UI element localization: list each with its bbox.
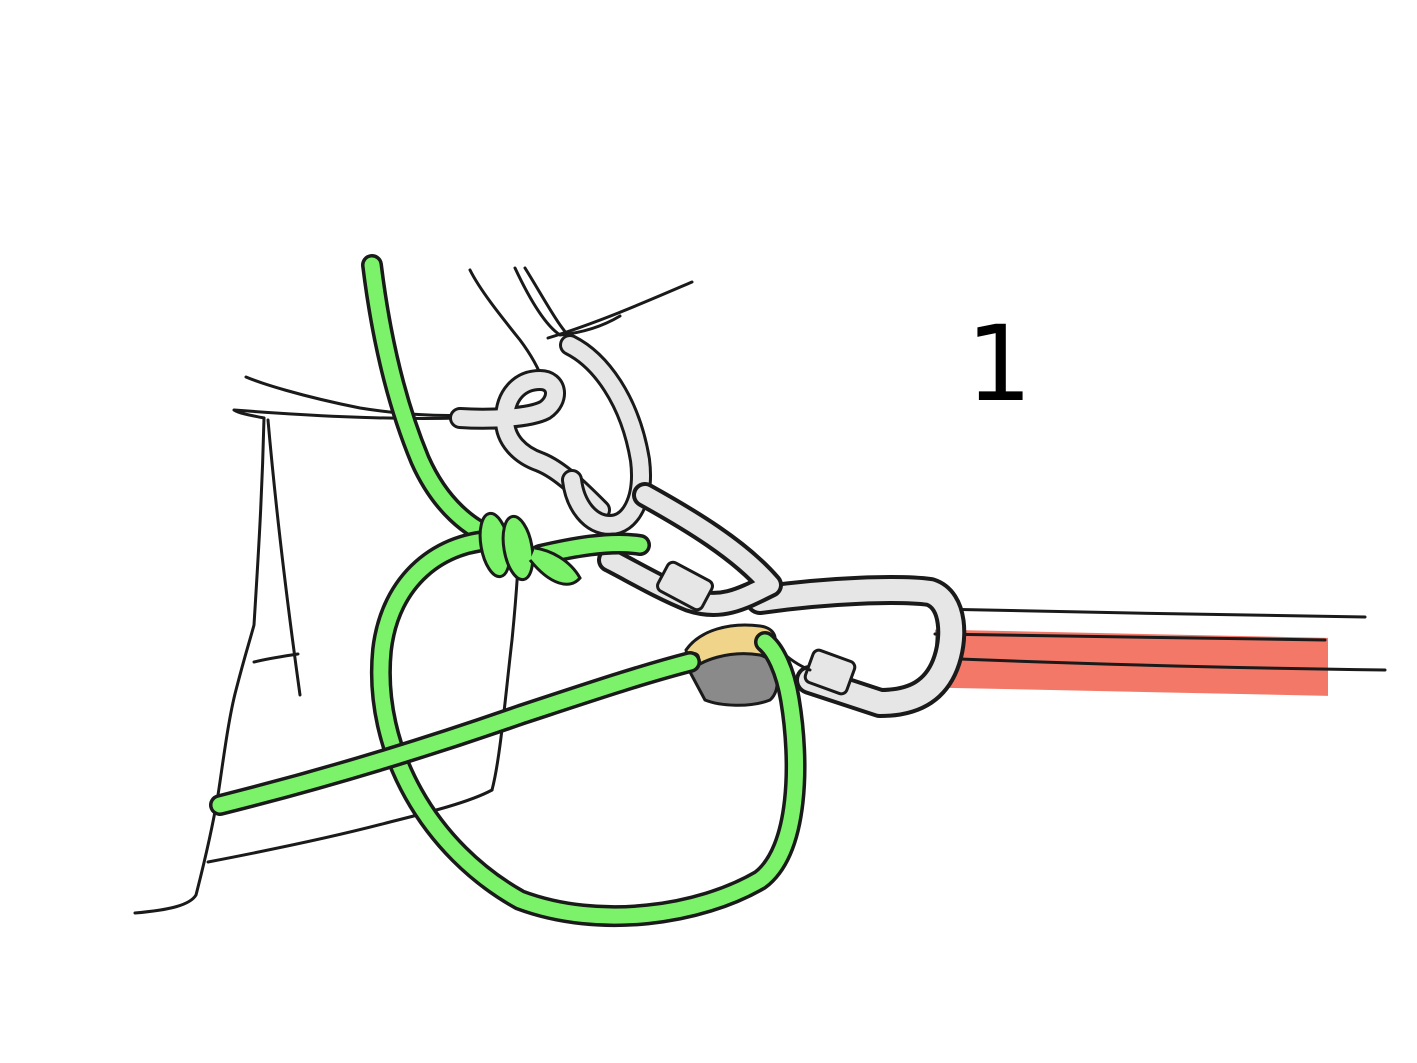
harness-belay-loop	[449, 368, 611, 521]
climber-arm	[468, 266, 694, 402]
upper-carabiner	[559, 334, 652, 537]
rope	[209, 254, 807, 928]
main-carabiner	[745, 575, 967, 718]
climber-body	[133, 375, 522, 915]
belay-device-icon	[684, 623, 779, 707]
step-number: 1	[966, 303, 1033, 425]
clove-hitch-icon	[478, 511, 582, 586]
sling	[933, 607, 1387, 696]
connecting-carabiner	[597, 482, 783, 617]
